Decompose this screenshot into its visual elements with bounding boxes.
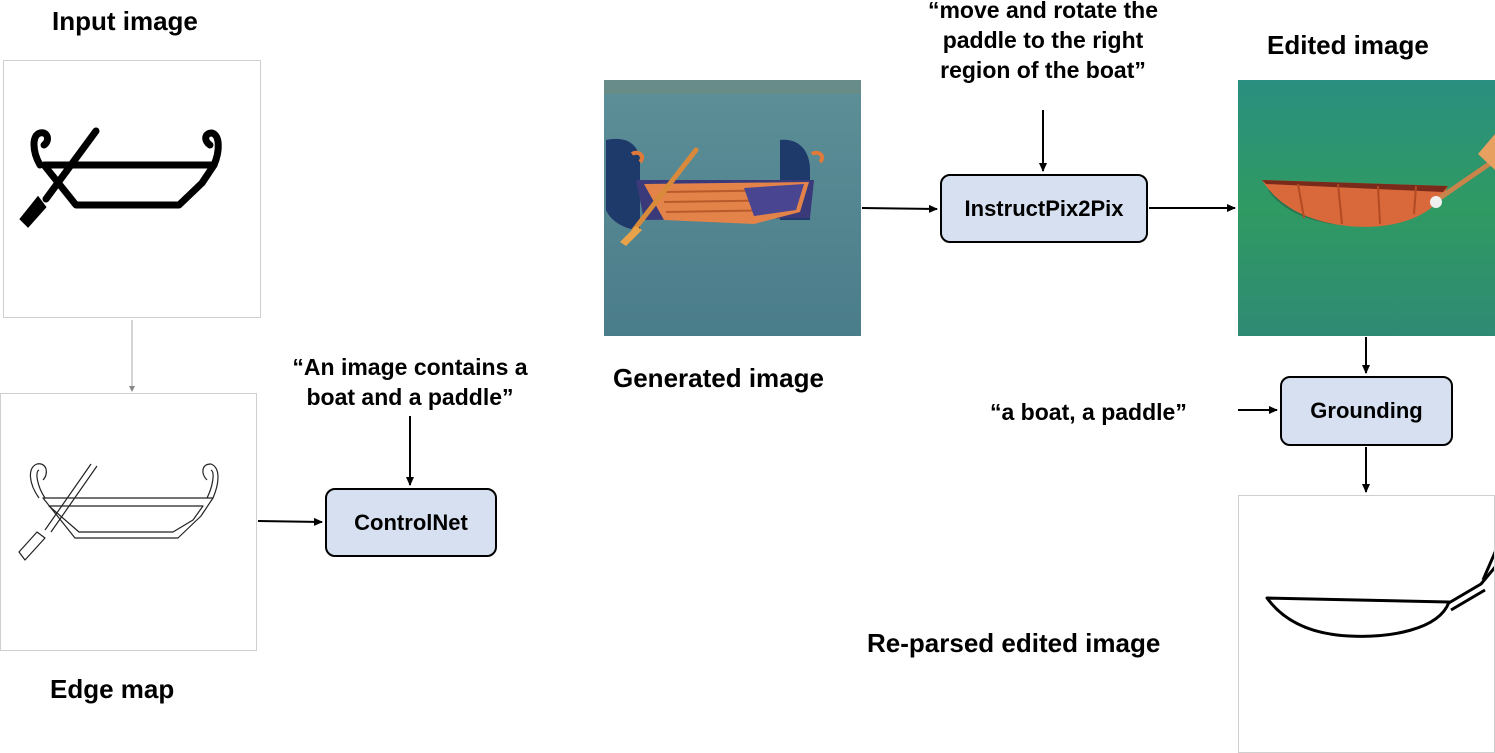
generated-image <box>604 80 861 336</box>
arrow-edge-to-controlnet <box>257 517 323 526</box>
instructpix2pix-box: InstructPix2Pix <box>940 174 1148 243</box>
boat-sketch-drawing <box>19 127 222 228</box>
arrow-generated-to-instruct <box>861 204 938 213</box>
edge-map-panel <box>0 393 257 651</box>
controlnet-prompt-line-2: boat and a paddle” <box>306 384 514 410</box>
input-image-label: Input image <box>52 6 198 36</box>
controlnet-prompt: “An image contains a boat and a paddle” <box>278 352 542 412</box>
edited-image-label: Edited image <box>1267 30 1429 60</box>
instruct-prompt-line-1: “move and rotate the <box>927 0 1159 23</box>
generated-boat-illustration <box>604 80 861 336</box>
instruct-prompt-line-2: paddle to the right <box>942 27 1144 53</box>
edited-boat-illustration <box>1238 80 1495 336</box>
edited-image <box>1238 80 1495 336</box>
reparsed-edge-drawing <box>1265 550 1494 638</box>
edge-map-drawing <box>18 463 219 561</box>
instruct-prompt: “move and rotate the paddle to the right… <box>913 0 1173 85</box>
grounding-prompt: “a boat, a paddle” <box>990 399 1187 425</box>
controlnet-box: ControlNet <box>325 488 497 557</box>
reparsed-image-label: Re-parsed edited image <box>867 628 1161 658</box>
edge-map-label: Edge map <box>50 674 175 704</box>
instruct-prompt-line-3: region of the boat” <box>940 57 1146 83</box>
controlnet-prompt-line-1: “An image contains a <box>292 354 528 380</box>
grounding-box: Grounding <box>1280 376 1453 446</box>
input-sketch-panel <box>3 60 261 318</box>
generated-image-label: Generated image <box>613 363 824 393</box>
reparsed-image-panel <box>1238 495 1495 753</box>
